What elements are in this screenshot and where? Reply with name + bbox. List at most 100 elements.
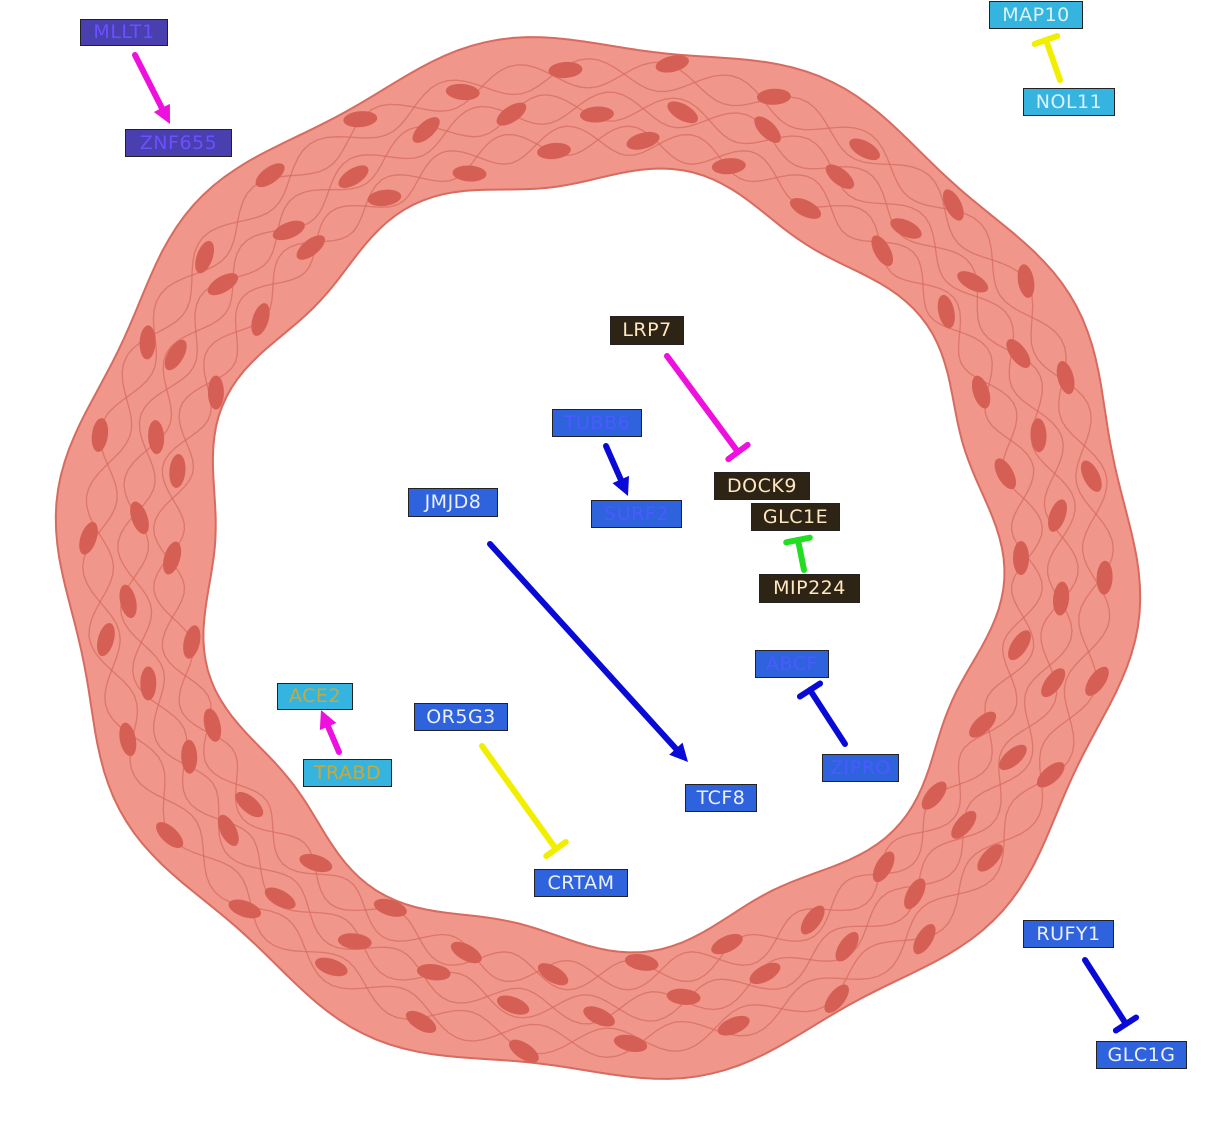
edge-line (1043, 37, 1063, 83)
cell-nucleus (207, 273, 239, 296)
edge-mllt1-znf655 (132, 52, 170, 124)
gene-node-glc1g[interactable]: GLC1G (1096, 1041, 1187, 1069)
cell-nucleus (119, 722, 137, 757)
gene-node-znf655[interactable]: ZNF655 (125, 129, 232, 157)
edge-lrp7-dock9 (664, 353, 751, 463)
gene-node-surf2[interactable]: SURF2 (591, 500, 682, 528)
gene-node-mllt1[interactable]: MLLT1 (80, 19, 168, 46)
cell-nucleus (445, 83, 480, 101)
cell-nucleus (343, 111, 378, 128)
cell-nucleus (1052, 581, 1070, 616)
cell-nucleus (140, 666, 157, 701)
edge-line (807, 687, 848, 747)
cell-nucleus (579, 106, 614, 123)
cell-nucleus (235, 791, 264, 818)
gene-node-mip224[interactable]: MIP224 (759, 574, 860, 603)
cell-nucleus (452, 165, 487, 182)
cell-nucleus (183, 625, 201, 659)
cell-nucleus (217, 814, 239, 847)
cell-nucleus (367, 189, 402, 207)
gene-node-or5g3[interactable]: OR5G3 (414, 703, 508, 731)
edge-rufy1-glc1g (1082, 957, 1140, 1034)
cell-nucleus (296, 235, 326, 260)
gene-node-trabd[interactable]: TRABD (303, 759, 392, 787)
cell-nucleus (969, 711, 997, 738)
gene-node-dock9[interactable]: DOCK9 (714, 472, 810, 500)
cell-nucleus (508, 1039, 539, 1063)
edge-mip224-glc1e (783, 534, 813, 573)
cell-nucleus (756, 88, 791, 105)
cell-nucleus (711, 933, 743, 955)
cell-nucleus (405, 1010, 437, 1033)
inhibition-bar (796, 680, 824, 700)
cell-nucleus (79, 521, 98, 555)
cell-nucleus (583, 1006, 615, 1027)
cell-nucleus (203, 708, 222, 742)
edge-zipro-abcf (796, 680, 848, 747)
gene-node-crtam[interactable]: CRTAM (534, 869, 628, 897)
edge-line (664, 353, 741, 455)
cell-nucleus (624, 953, 659, 971)
cell-nucleus (1006, 339, 1031, 368)
gene-node-glc1e[interactable]: GLC1E (751, 503, 840, 531)
cell-nucleus (119, 584, 137, 619)
gene-node-rufy1[interactable]: RUFY1 (1023, 920, 1114, 948)
cell-nucleus (337, 933, 372, 950)
cell-nucleus (890, 218, 922, 239)
cell-nucleus (872, 851, 895, 883)
cell-nucleus (314, 957, 348, 977)
cell-nucleus (1008, 630, 1031, 661)
gene-node-zipro[interactable]: ZIPRO (822, 754, 899, 782)
cell-nucleus (977, 844, 1003, 872)
cell-nucleus (999, 744, 1027, 771)
gene-node-tcf8[interactable]: TCF8 (685, 784, 757, 812)
gene-node-tubb6[interactable]: TUBB6 (552, 409, 642, 437)
cell-nucleus (181, 739, 198, 774)
cell-nucleus (667, 101, 699, 124)
cell-nucleus (749, 962, 781, 985)
cell-nucleus (496, 102, 527, 126)
cell-nucleus (871, 235, 893, 267)
cell-nucleus (96, 623, 115, 657)
gene-node-nol11[interactable]: NOL11 (1023, 88, 1115, 116)
cell-nucleus (416, 963, 451, 981)
cell-ring-tissue (54, 36, 1142, 1080)
cell-nucleus (450, 941, 482, 964)
cell-nucleus (373, 898, 407, 917)
gene-node-jmjd8[interactable]: JMJD8 (408, 488, 498, 517)
cell-nucleus (613, 1034, 648, 1053)
cell-nucleus (655, 55, 689, 73)
edge-jmjd8-tcf8 (487, 541, 688, 762)
cell-nucleus (951, 810, 977, 839)
cell-nucleus (711, 158, 746, 175)
cell-nucleus (195, 240, 215, 274)
cell-nucleus (1080, 460, 1102, 492)
tissue-ring (54, 36, 1142, 1080)
cell-nucleus (957, 271, 989, 293)
cell-boundary (85, 58, 1111, 1058)
cell-nucleus (666, 988, 701, 1005)
cell-nucleus (548, 61, 583, 79)
gene-node-map10[interactable]: MAP10 (989, 1, 1083, 29)
cell-nucleus (207, 375, 224, 410)
cell-nucleus (754, 116, 781, 143)
cell-nucleus (942, 189, 964, 221)
edge-or5g3-crtam (479, 743, 569, 860)
cell-nucleus (537, 142, 571, 160)
cell-nucleus (971, 375, 991, 409)
cell-nucleus (130, 501, 149, 535)
gene-node-abcf[interactable]: ABCF (755, 650, 829, 678)
cell-nucleus (1017, 264, 1035, 298)
cell-nucleus (264, 887, 296, 910)
edge-line (487, 541, 685, 758)
gene-node-lrp7[interactable]: LRP7 (610, 316, 684, 345)
cell-nucleus (255, 163, 285, 188)
cell-nucleus (139, 325, 156, 360)
cell-nucleus (835, 931, 859, 962)
cell-nucleus (537, 963, 569, 986)
cell-nucleus (251, 303, 270, 336)
gene-node-ace2[interactable]: ACE2 (277, 683, 353, 710)
cell-nucleus (1096, 560, 1113, 595)
